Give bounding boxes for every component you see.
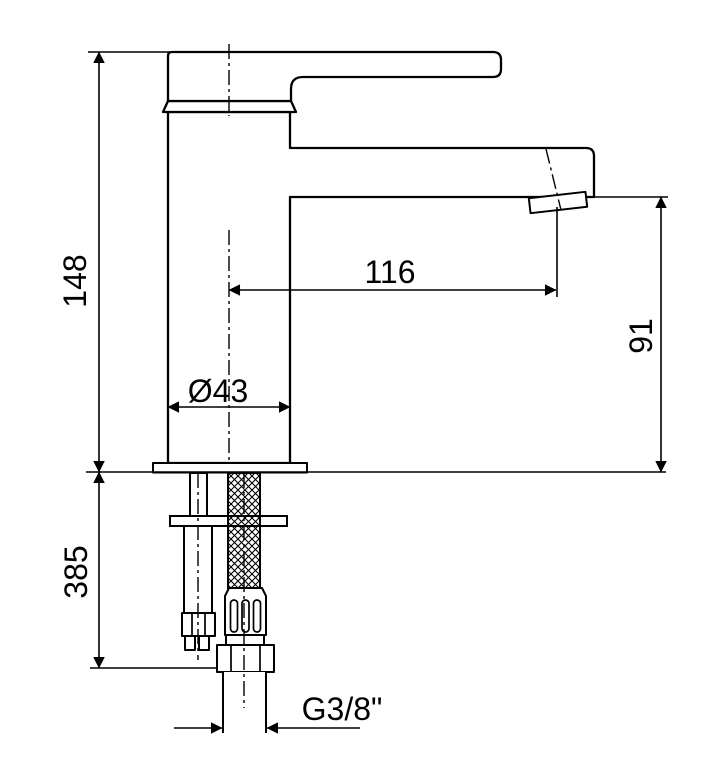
hex-nut-facets <box>230 645 261 672</box>
stud-prong-right <box>198 635 210 651</box>
dim-text-g38: G3/8" <box>302 691 383 727</box>
dim-text-385: 385 <box>58 545 94 598</box>
stud-prong-left <box>184 635 196 651</box>
faucet-body-and-spout <box>166 110 596 465</box>
faucet-handle-lever <box>166 50 503 103</box>
dim-text-148: 148 <box>57 254 93 307</box>
hose-washer-ring <box>225 634 265 646</box>
dim-text-43: Ø43 <box>188 373 248 409</box>
aerator-axis-centerline <box>545 148 562 211</box>
mounting-bracket <box>169 515 288 527</box>
collar-slot <box>229 599 239 633</box>
dim-text-116: 116 <box>364 254 415 290</box>
base-flange <box>152 462 308 474</box>
dim-text-91: 91 <box>623 318 659 354</box>
connection-pipe <box>222 672 267 733</box>
stud-nut-facets <box>191 613 206 636</box>
collar-slot <box>241 599 250 633</box>
hose-hex-nut <box>216 644 275 673</box>
collar-slot <box>252 599 262 633</box>
